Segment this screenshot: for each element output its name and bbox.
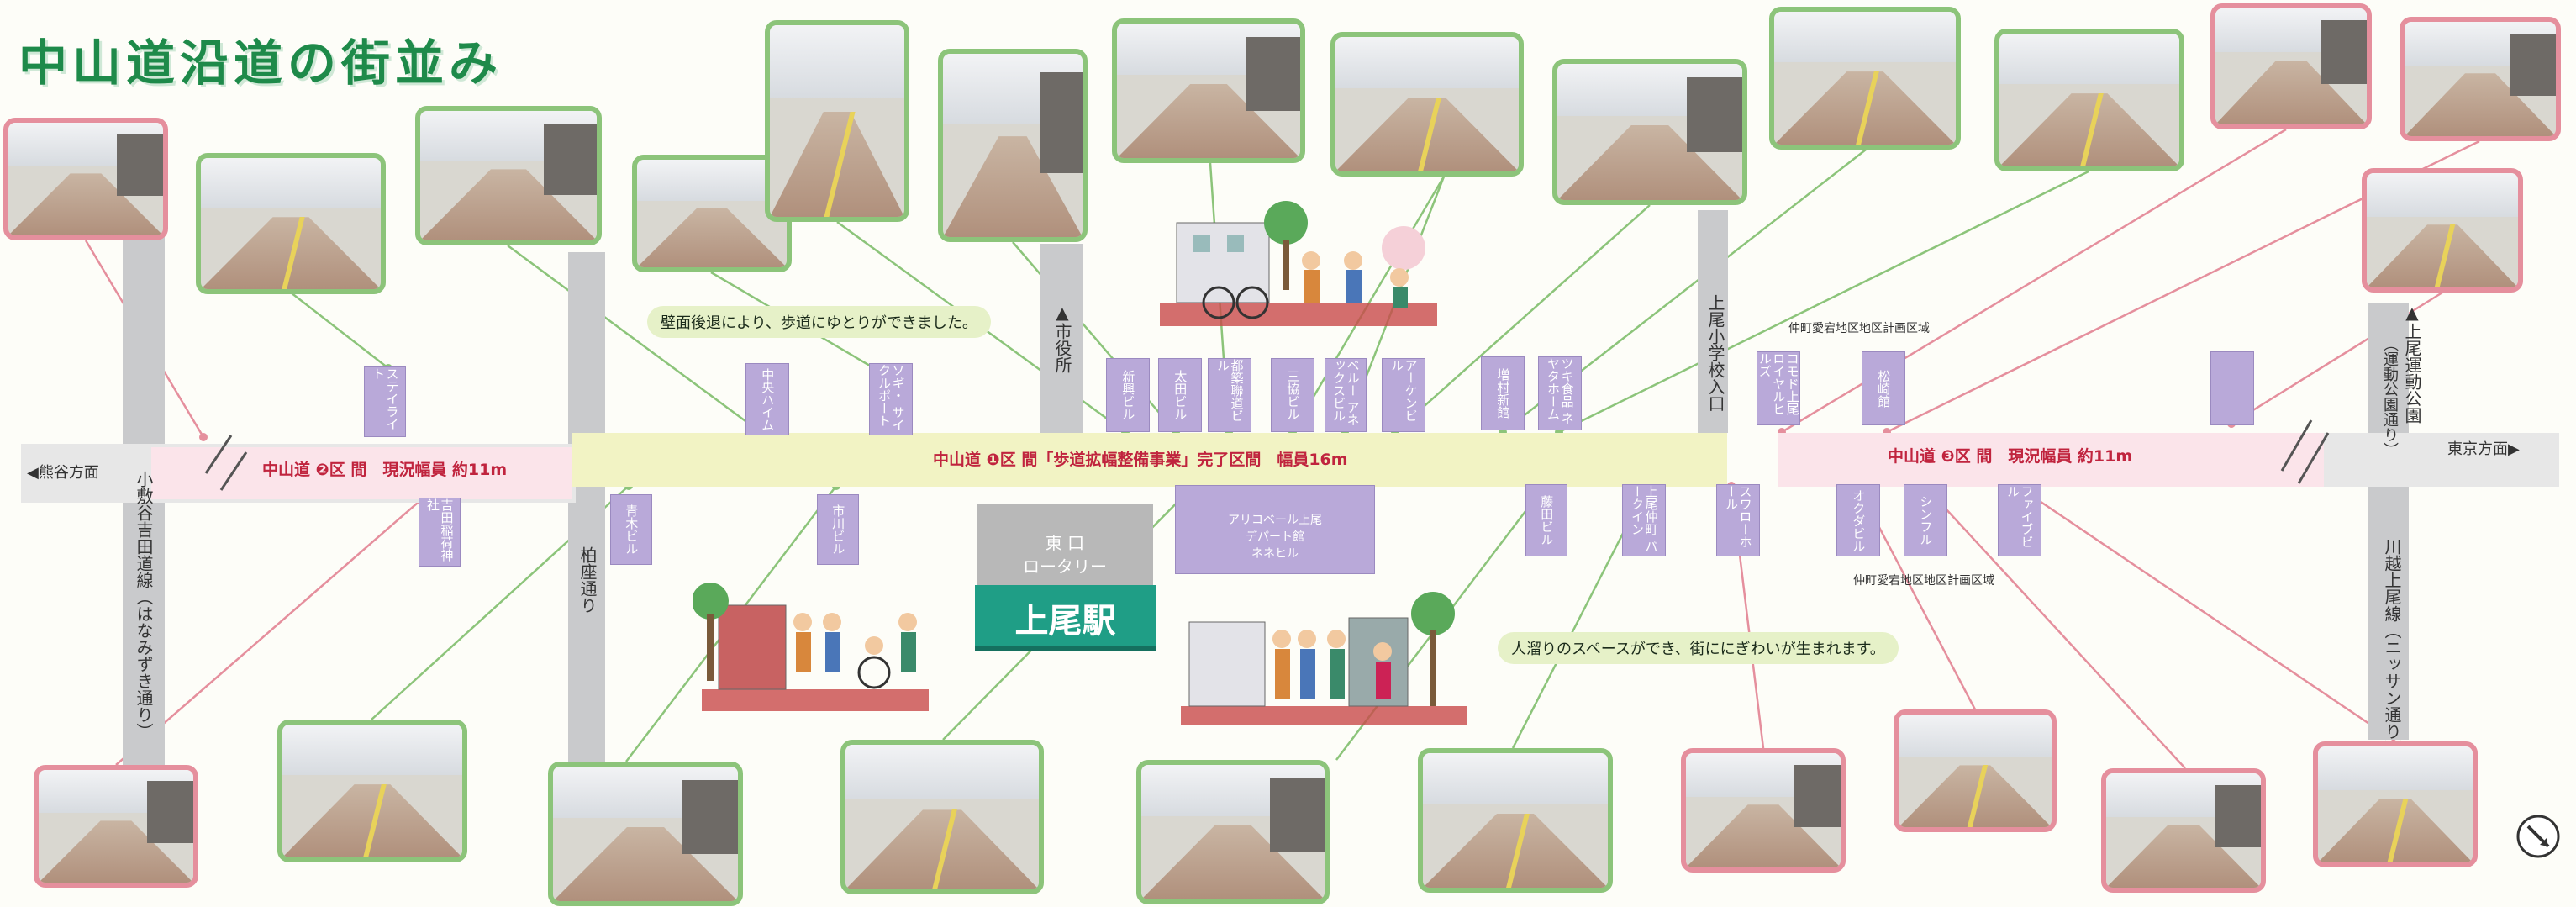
section-3-label: 中山道 ❸区 間 現況幅員 約11m	[1888, 447, 2133, 466]
building-north[interactable]: アーケンビル	[1382, 358, 1425, 432]
street-photo[interactable]	[1681, 748, 1846, 873]
illustration-street-south-west	[693, 583, 929, 711]
east-rotary: 東 口 ロータリー	[977, 504, 1153, 595]
street-photo[interactable]	[765, 20, 909, 222]
building-south[interactable]: シンフル	[1904, 484, 1947, 556]
band-section-3	[1778, 433, 2324, 487]
street-photo[interactable]	[548, 762, 743, 906]
kamio-station[interactable]: 上尾駅	[975, 585, 1156, 651]
street-photo[interactable]	[1894, 709, 2057, 832]
building-north[interactable]: 増村新館	[1481, 356, 1525, 430]
road-kashiwaza	[568, 252, 605, 765]
callout-setback: 壁面後退により、歩道にゆとりができました。	[647, 306, 991, 338]
street-photo[interactable]	[196, 153, 386, 294]
section-2-label: 中山道 ❷区 間 現況幅員 約11m	[262, 461, 508, 479]
west-direction-label: ◀熊谷方面	[27, 464, 99, 482]
building-south[interactable]: オクダビル	[1836, 484, 1880, 556]
road-kawagoe	[2368, 303, 2409, 740]
illustration-street-south-center	[1181, 592, 1467, 725]
building-north[interactable]: 太田ビル	[1158, 358, 1202, 432]
district-north-label: 仲町愛宕地区地区計画区域	[1788, 322, 1930, 335]
break-mark-west	[204, 435, 248, 491]
section-1-label: 中山道 ❶区 間「歩道拡幅整備事業」完了区間 幅員16m	[933, 451, 1348, 469]
illustration-street-north	[1160, 201, 1437, 326]
street-photo[interactable]	[2362, 168, 2523, 293]
building-north[interactable]: ソギ・ サイクルポート	[869, 363, 913, 435]
connector-line	[507, 244, 766, 437]
building-south[interactable]: 青木ビル	[610, 494, 652, 565]
street-photo[interactable]	[277, 720, 467, 862]
rotary-label-2: ロータリー	[1023, 556, 1107, 577]
street-undokoen-label: ▲上尾運動公園	[2402, 303, 2422, 424]
street-photo[interactable]	[2101, 768, 2266, 893]
east-direction-label: 東京方面▶	[2447, 440, 2520, 458]
street-kozaka-label: 小敷谷吉田道線（はなみずき通り）	[134, 471, 154, 740]
building-south[interactable]: 市川ビル	[817, 494, 859, 565]
street-photo[interactable]	[1418, 748, 1613, 893]
building-south[interactable]: 上尾仲町 パークイン	[1622, 484, 1666, 556]
dept-store-block: アリコベール上尾 デパート館 ネネヒル	[1175, 485, 1375, 574]
street-photo[interactable]	[3, 118, 168, 240]
page-title: 中山道沿道の街並み	[18, 34, 503, 92]
connector-line	[115, 485, 438, 766]
building-north[interactable]: ステイライト	[364, 366, 406, 437]
dept-store-line-1: アリコベール上尾	[1228, 514, 1322, 527]
building-south[interactable]: スワローホール	[1716, 484, 1760, 556]
street-photo[interactable]	[938, 49, 1088, 242]
band-section-1	[572, 433, 1727, 487]
building-north[interactable]: ツキ食品 ネヤタホーム	[1538, 356, 1582, 430]
connector-line	[2016, 484, 2396, 743]
building-north[interactable]: ベルー アネックスビル	[1325, 358, 1367, 432]
road-kamio-school	[1698, 210, 1728, 433]
building-north[interactable]: 三協ビル	[1271, 358, 1314, 432]
street-photo[interactable]	[1112, 18, 1305, 163]
building-south[interactable]: 藤田ビル	[1525, 484, 1567, 556]
street-photo[interactable]	[415, 106, 602, 245]
street-kamio-school-label: 上尾小学校入口	[1705, 294, 1725, 412]
street-photo[interactable]	[1769, 7, 1961, 150]
connector-dot	[199, 433, 208, 441]
street-kashiwaza-label: 柏座通り	[577, 546, 598, 614]
street-kawagoe-label: 川越上尾線（ニッサン通り）	[2382, 538, 2402, 757]
connector-line	[290, 292, 389, 369]
street-photo[interactable]	[1994, 29, 2184, 171]
street-photo[interactable]	[840, 740, 1044, 894]
street-shiyakusho-label: ▲市役所	[1052, 303, 1072, 373]
building-north[interactable]: コモド上尾 ロイヤルヒルズ	[1757, 351, 1800, 425]
dept-store-line-3: ネネヒル	[1251, 547, 1299, 561]
break-mark-east	[2280, 419, 2330, 484]
building-north[interactable]: 都築聯道ビル	[1208, 358, 1251, 432]
street-photo[interactable]	[34, 765, 198, 888]
street-photo[interactable]	[2400, 17, 2561, 141]
building-north[interactable]	[2210, 351, 2254, 425]
street-photo[interactable]	[1330, 32, 1524, 177]
road-shiyakusho	[1040, 244, 1083, 446]
station-name: 上尾駅	[1014, 602, 1116, 641]
connector-line	[1924, 485, 2186, 769]
street-undokoen-sub-label: （運動公園通り）	[2381, 336, 2399, 457]
connector-line	[1558, 170, 2089, 434]
district-south-label: 仲町愛宕地区地区計画区域	[1853, 574, 1994, 588]
compass-icon	[2516, 815, 2560, 858]
street-photo[interactable]	[1552, 59, 1747, 205]
connector-line	[1394, 204, 1651, 433]
callout-plaza: 人溜りのスペースができ、街ににぎわいが生まれます。	[1498, 632, 1899, 664]
building-south[interactable]: 吉田稲荷神社	[419, 498, 461, 567]
street-photo[interactable]	[1136, 760, 1330, 904]
street-photo[interactable]	[2313, 741, 2478, 867]
building-north[interactable]: 松崎館	[1862, 351, 1905, 425]
building-north[interactable]: 中央ハイム	[745, 363, 789, 435]
building-north[interactable]: 新興ビル	[1106, 358, 1150, 432]
building-south[interactable]: ファイブビル	[1998, 484, 2041, 556]
street-photo[interactable]	[2210, 3, 2372, 129]
connector-line	[1012, 241, 1177, 433]
rotary-label-1: 東 口	[1045, 533, 1085, 553]
dept-store-line-2: デパート館	[1246, 530, 1304, 544]
band-section-2	[151, 447, 572, 499]
band-gray-east	[2324, 433, 2559, 487]
